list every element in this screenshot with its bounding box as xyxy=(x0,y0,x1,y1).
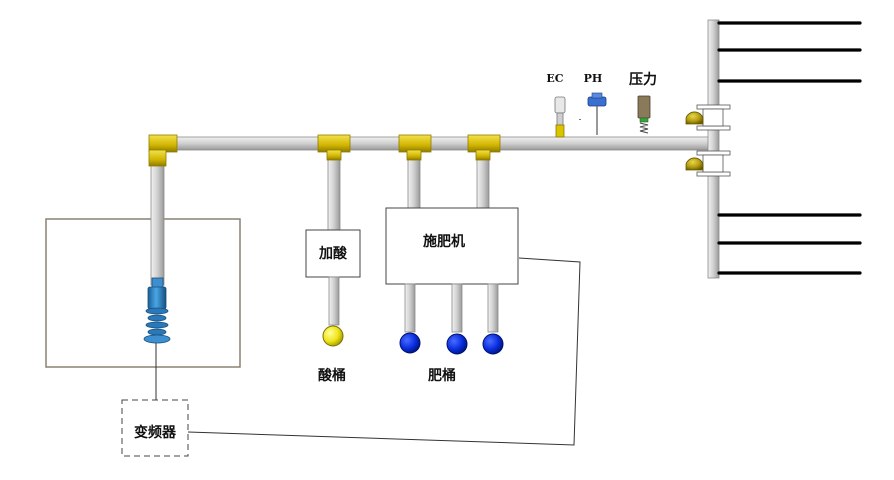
ph-sensor-icon[interactable] xyxy=(579,92,607,135)
ph-label: PH xyxy=(584,72,603,85)
tee-fitting-fert-2 xyxy=(467,134,501,161)
control-wire xyxy=(187,257,581,446)
tee-fitting-fert-1 xyxy=(398,134,432,161)
solenoid-valve-icon[interactable] xyxy=(685,150,731,177)
ec-label: EC xyxy=(546,72,563,85)
vfd-box[interactable] xyxy=(121,399,189,457)
pressure-gauge-icon[interactable] xyxy=(637,95,651,134)
solenoid-valve-icon[interactable] xyxy=(685,104,731,131)
acid-feed-pipe xyxy=(328,276,340,326)
ec-sensor-icon[interactable] xyxy=(554,96,566,138)
fertilizer-feed-pipe-1 xyxy=(404,283,416,333)
reservoir-box xyxy=(45,218,241,368)
fertilizer-tank-1[interactable] xyxy=(399,332,421,354)
vfd-label: 变频器 xyxy=(134,424,177,441)
fertilizer-tank-3[interactable] xyxy=(482,333,504,355)
acid-dosing-box[interactable] xyxy=(305,229,361,278)
tee-fitting-acid xyxy=(317,134,351,161)
acid-dosing-label: 加酸 xyxy=(318,245,348,262)
fertilizer-machine-label: 施肥机 xyxy=(423,233,465,250)
acid-tank-label: 酸桶 xyxy=(318,367,346,384)
elbow-fitting xyxy=(148,134,178,167)
acid-tank[interactable] xyxy=(322,325,344,347)
fertilizer-machine-box[interactable] xyxy=(385,207,519,285)
fertilizer-feed-pipe-2 xyxy=(451,283,463,333)
pressure-label: 压力 xyxy=(629,71,657,88)
fertilizer-tank-label: 肥桶 xyxy=(428,367,456,384)
fertilizer-feed-pipe-3 xyxy=(487,283,499,333)
main-pipe xyxy=(149,136,716,151)
manifold-pipe xyxy=(707,19,720,279)
fertilizer-tank-2[interactable] xyxy=(446,333,468,355)
submersible-pump-icon[interactable] xyxy=(143,277,171,344)
irrigation-lines xyxy=(717,21,862,275)
